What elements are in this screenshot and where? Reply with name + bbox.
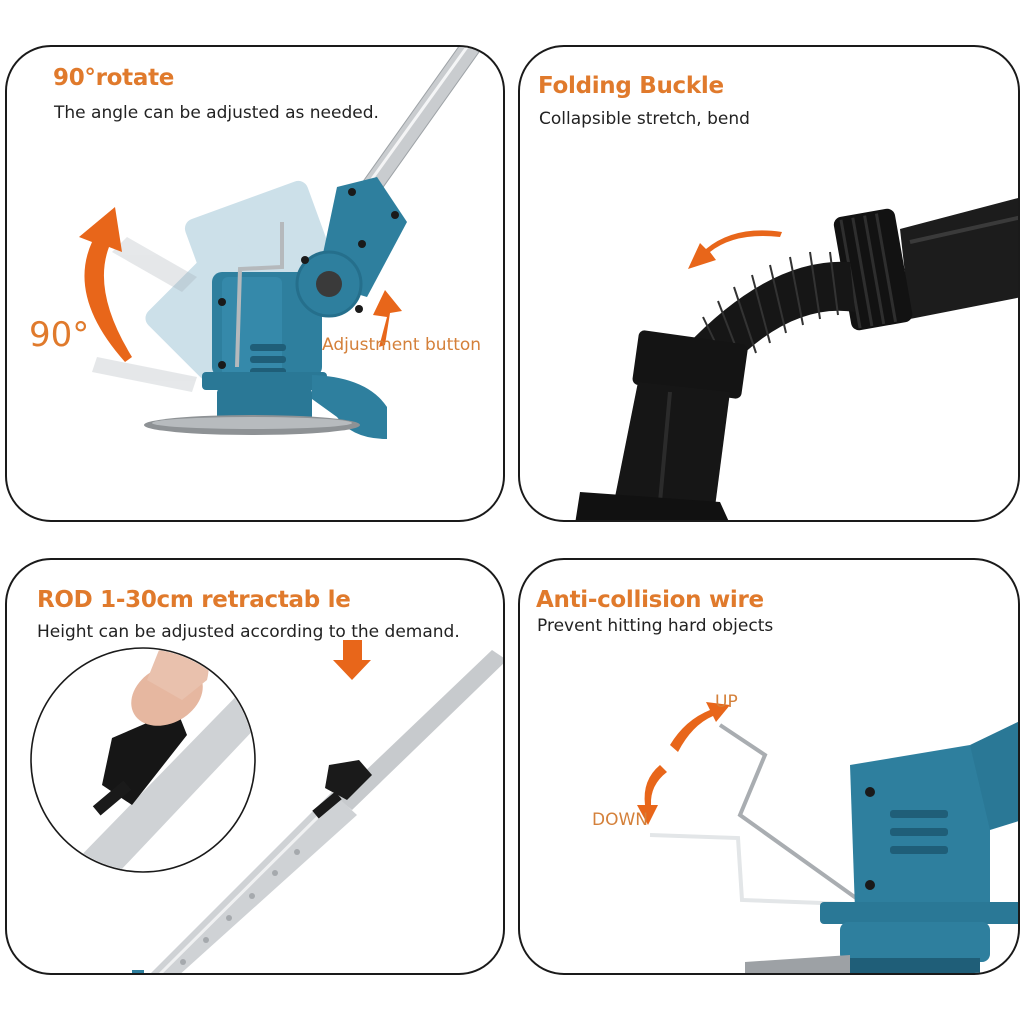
- up-down-curved-arrow-icon: [670, 702, 730, 752]
- panel-title: Folding Buckle: [538, 73, 724, 99]
- panel-rod-retractable: ROD 1-30cm retractab le Height can be ad…: [5, 558, 505, 975]
- retractable-rod-illustration: [30, 640, 503, 973]
- down-label: DOWN: [592, 810, 648, 830]
- panel-title: ROD 1-30cm retractab le: [37, 587, 351, 613]
- panel-description: The angle can be adjusted as needed.: [54, 103, 379, 123]
- panel-description: Collapsible stretch, bend: [539, 109, 750, 129]
- anti-collision-wire-illustration: [637, 702, 1018, 973]
- straight-up-arrow-icon: [373, 290, 402, 347]
- curved-up-arrow-icon: [79, 207, 402, 362]
- panel-90-rotate: 90°rotate The angle can be adjusted as n…: [5, 45, 505, 522]
- angle-label: 90°: [29, 315, 90, 355]
- adjustment-button-label: Adjustment button: [322, 335, 482, 355]
- panel-folding-buckle: Folding Buckle Collapsible stretch, bend: [518, 45, 1020, 522]
- curved-left-arrow-icon: [688, 230, 782, 269]
- folding-hose-illustration: [575, 198, 1018, 520]
- trimmer-rotate-illustration: [92, 47, 480, 439]
- panel-title: Anti-collision wire: [536, 587, 764, 613]
- panel-title: 90°rotate: [53, 65, 175, 91]
- panel-description: Height can be adjusted according to the …: [37, 622, 460, 642]
- up-label: UP: [715, 692, 738, 712]
- panel-anti-collision-wire: Anti-collision wire Prevent hitting hard…: [518, 558, 1020, 975]
- panel-description: Prevent hitting hard objects: [537, 616, 774, 636]
- down-arrow-icon: [333, 640, 371, 680]
